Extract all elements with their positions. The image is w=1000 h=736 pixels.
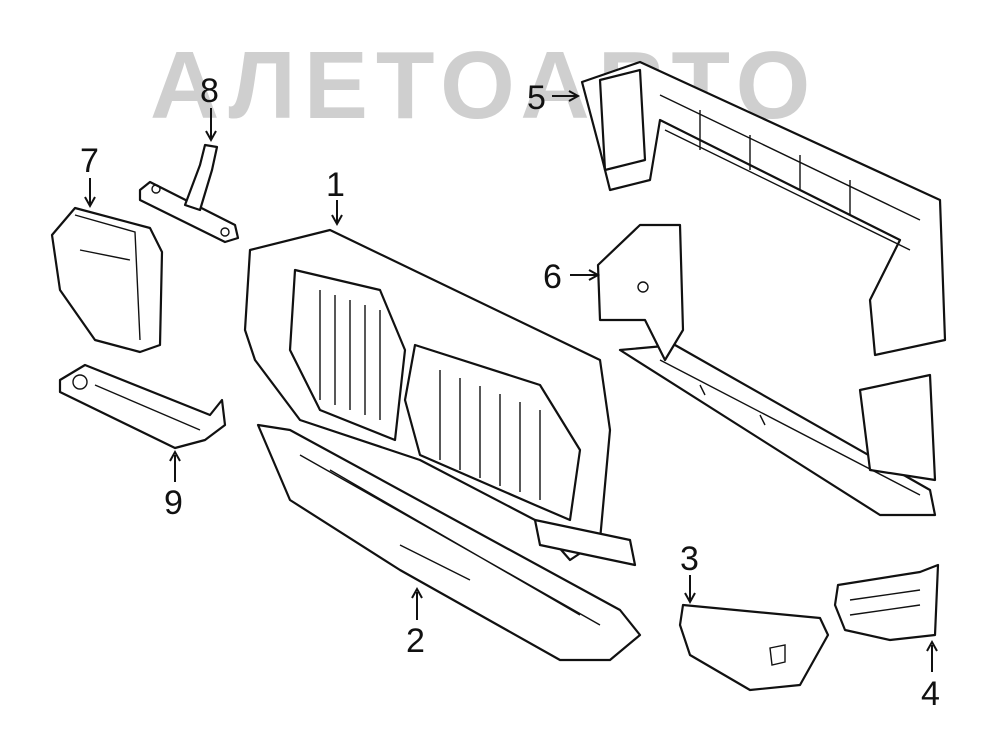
part-8-bracket-strip <box>138 143 240 244</box>
callout-7: 7 <box>80 142 99 180</box>
part-4-side-duct <box>833 563 940 642</box>
callout-1: 1 <box>326 166 345 204</box>
part-7-air-guide <box>50 206 164 354</box>
callout-8: 8 <box>200 72 219 110</box>
callout-arrows <box>84 90 938 672</box>
part-2-lower-duct <box>256 423 642 662</box>
part-9-lower-bracket <box>58 363 227 450</box>
part-6-bracket <box>596 223 685 362</box>
callout-3: 3 <box>680 540 699 578</box>
part-5-radiator-support <box>580 60 947 517</box>
callout-9: 9 <box>164 484 183 522</box>
part-3-deflector <box>678 603 830 692</box>
callout-5: 5 <box>527 79 546 117</box>
callout-2: 2 <box>406 622 425 660</box>
callout-4: 4 <box>921 675 940 713</box>
callout-6: 6 <box>543 258 562 296</box>
part-1-grille-carrier <box>243 228 637 567</box>
